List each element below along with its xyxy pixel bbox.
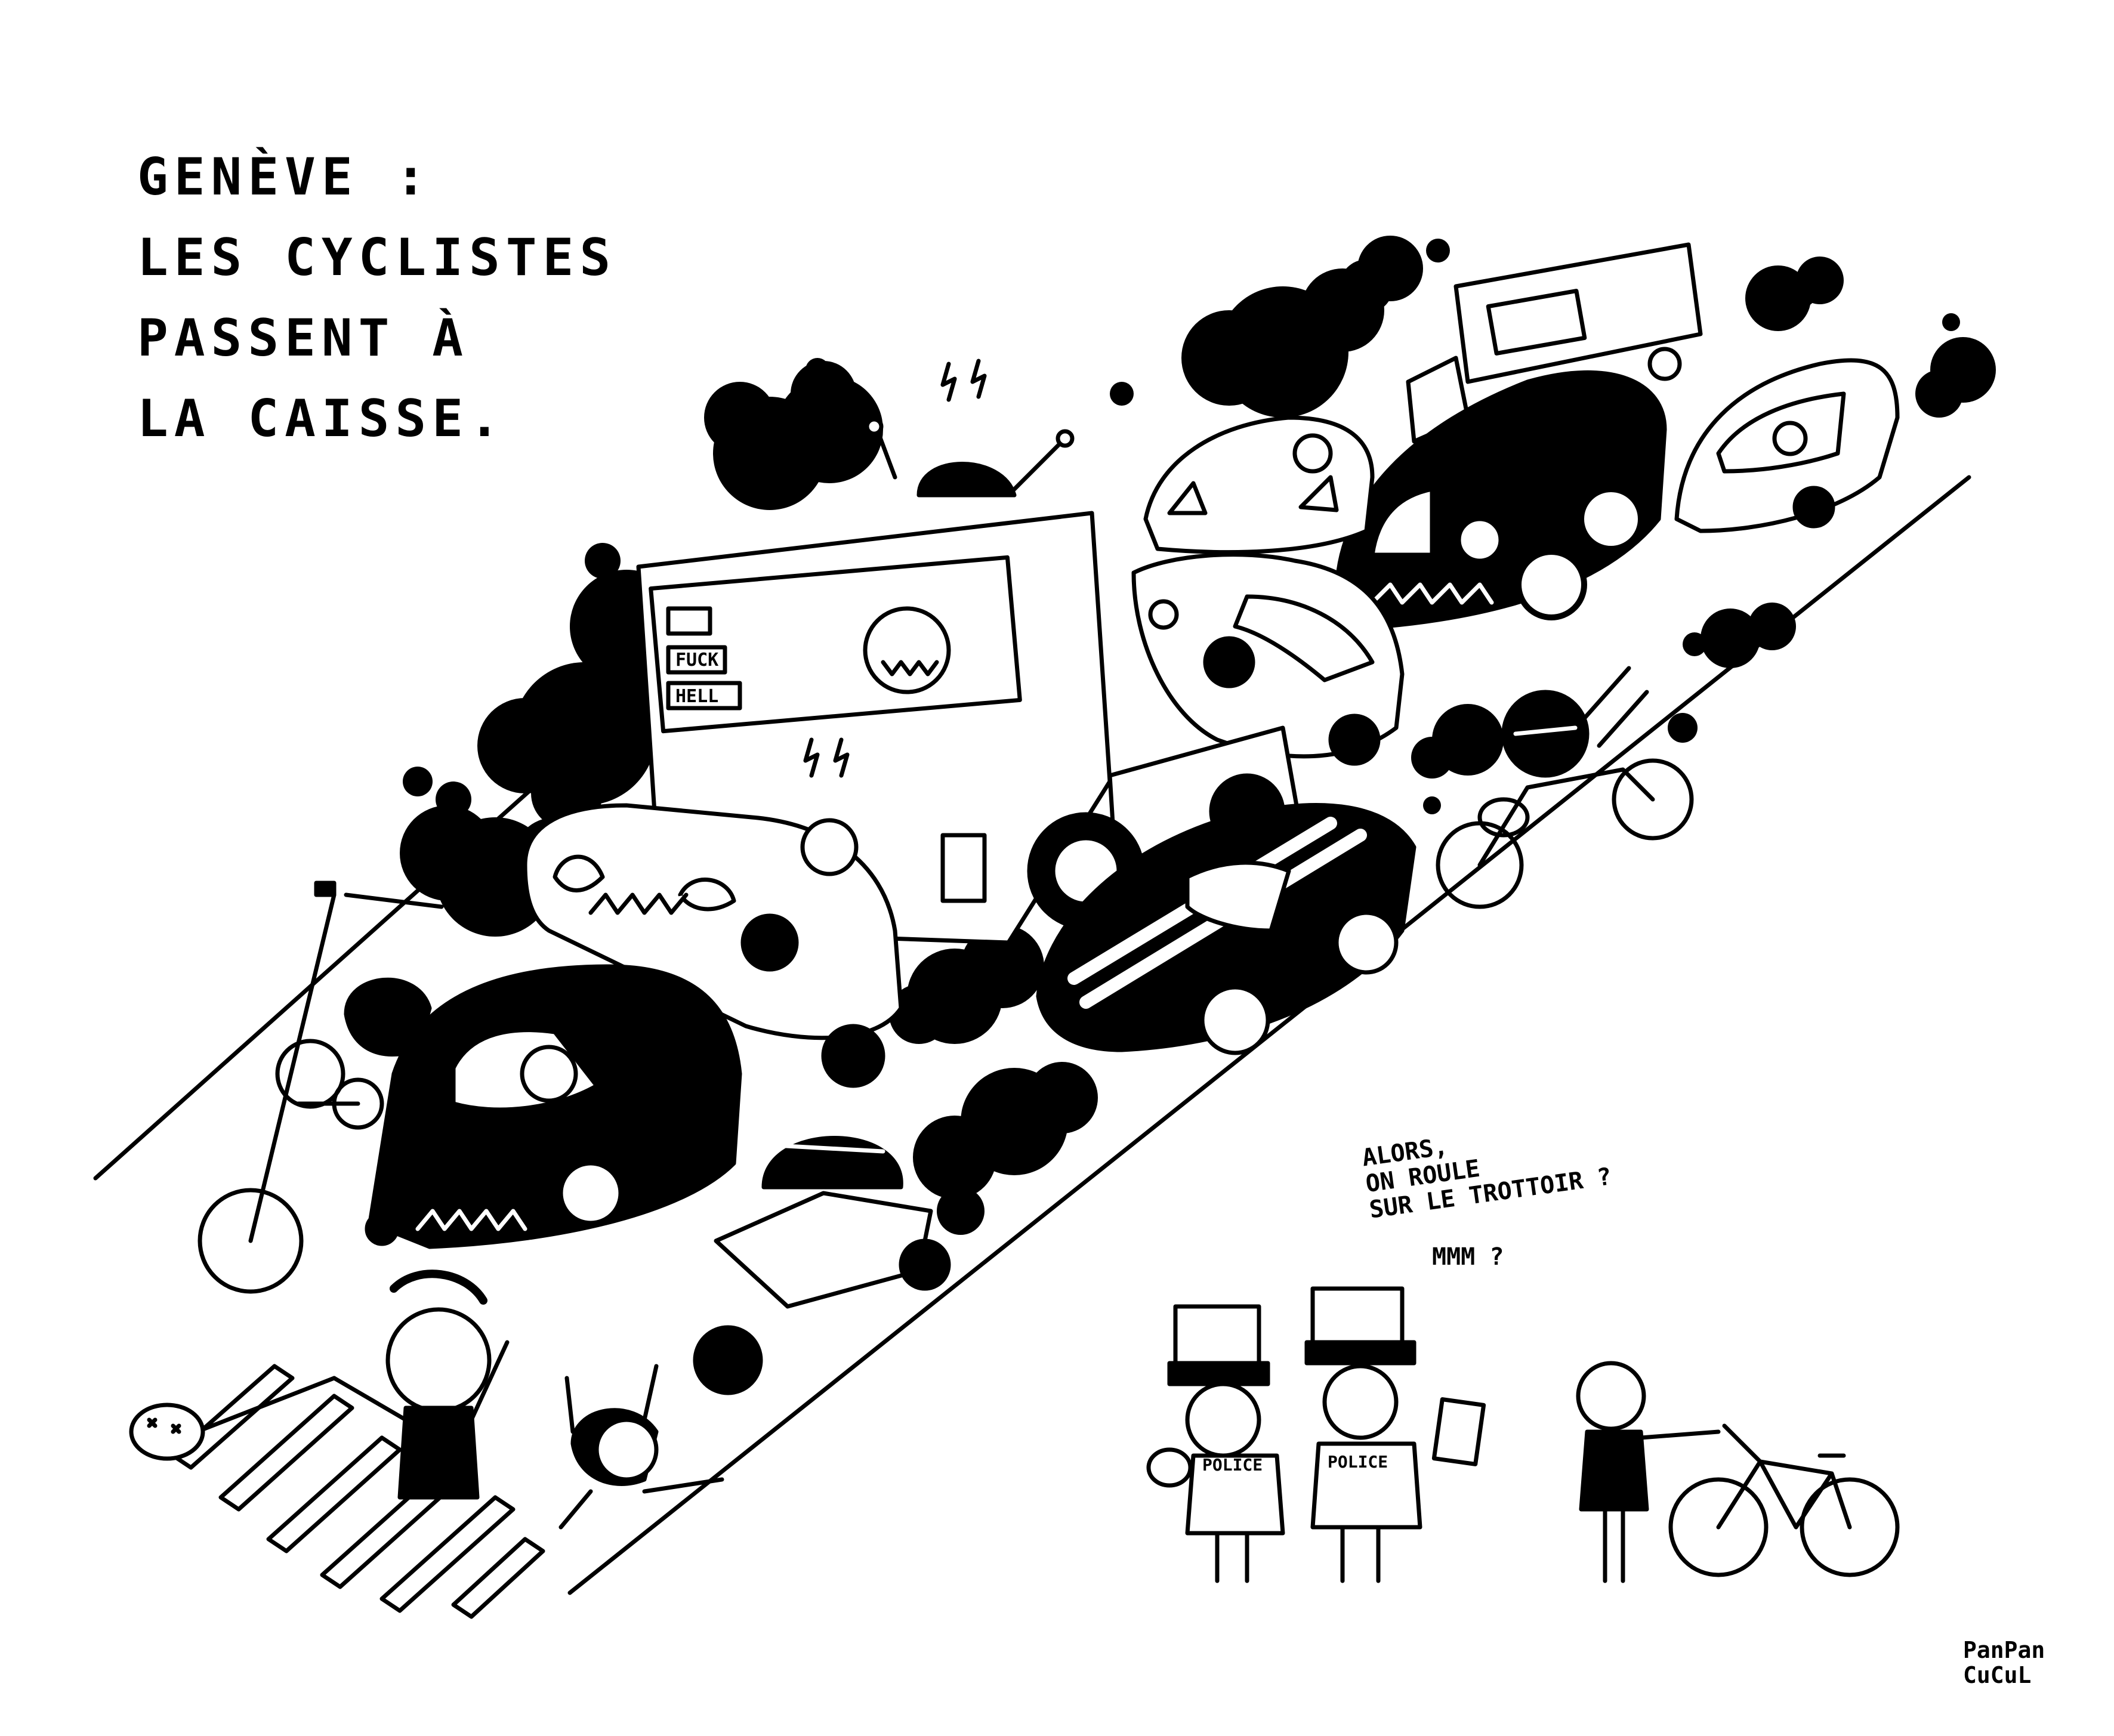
anger-marks: [803, 359, 987, 778]
black-sports-car: [1036, 803, 1416, 1055]
scooter-rider: [693, 1136, 951, 1395]
title-line-1: GENÈVE :: [137, 147, 433, 207]
angry-white-car: [523, 803, 903, 1088]
tilted-white-car: [1131, 552, 1405, 766]
police-officer-left: [1146, 1304, 1285, 1583]
title-line-4: LA CAISSE.: [137, 389, 506, 449]
small-white-car: [1674, 358, 1900, 533]
title-line-2: LES CYCLISTES: [137, 228, 617, 288]
cyclist-with-bike: [1576, 1361, 1900, 1583]
angry-car-back: [1143, 415, 1375, 555]
police-officer-right: [1304, 1286, 1486, 1583]
pedestrian-with-dog: [129, 1269, 510, 1500]
title-line-3: PASSENT À: [137, 308, 469, 368]
signature-line-2: CuCuL: [1963, 1662, 2032, 1688]
cartoon-title: GENÈVE : LES CYCLISTES PASSENT À LA CAIS…: [137, 137, 616, 459]
fallen-child: [558, 1364, 724, 1530]
police-speech-mmm: MMM ?: [1432, 1243, 1504, 1271]
police-badge-left: POLICE: [1202, 1455, 1263, 1475]
black-minivan: [1334, 370, 1667, 629]
chopper-motorcyclist: [197, 881, 444, 1294]
signature-line-1: PanPan: [1963, 1637, 2045, 1663]
police-badge-right: POLICE: [1328, 1452, 1388, 1472]
truck-sticker-hell: HELL: [675, 686, 718, 707]
motorcyclist-right: [1436, 666, 1694, 909]
truck-sticker-fuck: FUCK: [675, 650, 718, 671]
artist-signature: PanPan CuCuL: [1963, 1638, 2045, 1688]
crosswalk: [171, 1364, 545, 1619]
black-car-front: [365, 964, 742, 1249]
